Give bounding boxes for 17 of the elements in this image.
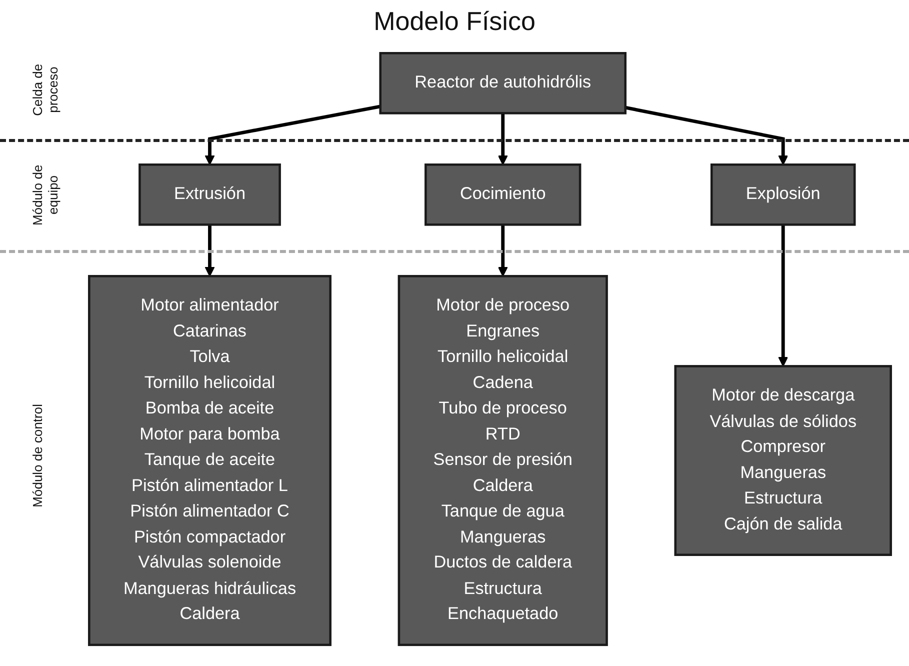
arrow bbox=[204, 224, 215, 277]
diagram-title: Modelo Físico bbox=[372, 6, 536, 37]
arrow bbox=[498, 113, 508, 166]
band-label: Celda de proceso bbox=[30, 62, 62, 118]
band-label: Módulo de equipo bbox=[30, 163, 62, 228]
node-box: Cocimiento bbox=[424, 164, 582, 226]
node-box: Reactor de autohidrólis bbox=[379, 52, 627, 114]
node-box: Motor de descarga Válvulas de sólidos Compresor Mangueras Estructura Cajón de salida bbox=[674, 365, 892, 556]
arrow bbox=[778, 224, 788, 367]
arrow bbox=[498, 224, 508, 277]
node-box: Motor alimentador Catarinas Tolva Tornillo helicoidal Bomba de aceite Motor para bomba Tanque de aceite Pistón alimentador L Pistón alimentador C Pistón compactador Válvulas solenoide Mangueras hidráulicas Caldera bbox=[88, 274, 332, 646]
node-box: Motor de proceso Engranes Tornillo helicoidal Cadena Tubo de proceso RTD Sensor de presión Caldera Tanque de agua Mangueras Ductos de caldera Estructura Enchaquetado bbox=[398, 274, 608, 646]
band-label: Módulo de control bbox=[30, 404, 46, 507]
arrow bbox=[625, 106, 788, 166]
node-box: Extrusión bbox=[138, 164, 281, 226]
arrow bbox=[204, 104, 381, 166]
node-box: Explosión bbox=[710, 164, 856, 226]
